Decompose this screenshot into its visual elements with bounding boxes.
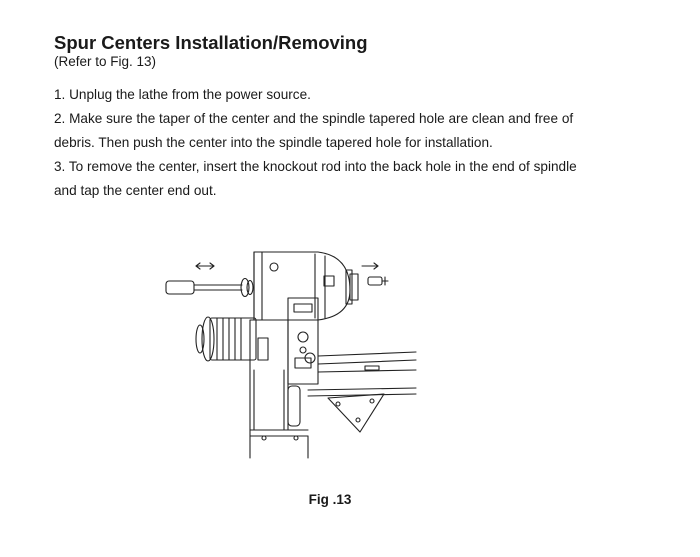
bed-bracket — [327, 393, 385, 433]
lathe-headstock-drawing — [165, 251, 417, 459]
lathe-bed — [307, 351, 417, 397]
lathe-stand — [249, 319, 309, 459]
spur-center — [367, 276, 389, 286]
right-arrow-icon — [361, 262, 379, 270]
figure-reference: (Refer to Fig. 13) — [54, 54, 157, 69]
instruction-steps: 1. Unplug the lathe from the power sourc… — [54, 83, 674, 203]
lathe-headstock-figure — [150, 240, 430, 470]
step-line: 3. To remove the center, insert the knoc… — [54, 159, 577, 174]
figure-caption: Fig .13 — [308, 492, 352, 507]
step-line: debris. Then push the center into the sp… — [54, 135, 493, 150]
motor-assembly — [195, 316, 269, 362]
step-line: 2. Make sure the taper of the center and… — [54, 111, 574, 126]
step-line: and tap the center end out. — [54, 183, 217, 198]
headstock-body — [253, 251, 359, 321]
left-arrow-icon — [195, 262, 215, 270]
step-line: 1. Unplug the lathe from the power sourc… — [54, 87, 311, 102]
control-panel — [287, 297, 319, 385]
page-title: Spur Centers Installation/Removing — [54, 32, 368, 53]
knockout-rod — [165, 277, 254, 298]
